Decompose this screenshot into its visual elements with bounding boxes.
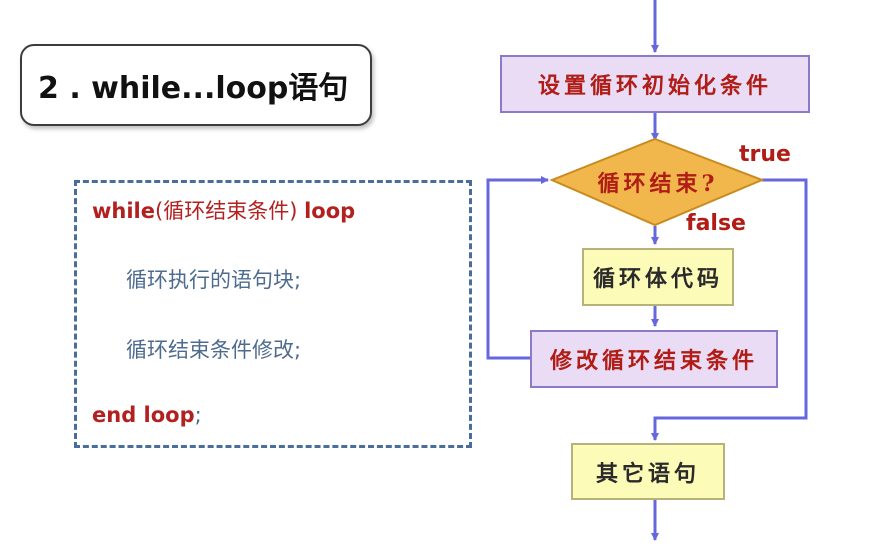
- code-line-body: 循环执行的语句块;: [126, 268, 302, 292]
- end-semicolon: ;: [194, 403, 202, 427]
- decision-label: 循环结束?: [597, 171, 719, 197]
- modify-condition-box: 修改循环结束条件: [530, 330, 778, 388]
- loop-body-box: 循环体代码: [582, 248, 734, 306]
- arrow-loop-back: [486, 176, 549, 360]
- false-label: false: [686, 211, 746, 236]
- arrow-true-exit: [651, 178, 808, 441]
- init-box: 设置循环初始化条件: [500, 55, 810, 113]
- true-label: true: [739, 142, 791, 167]
- slide-title: 2 . while...loop语句: [38, 71, 349, 106]
- decision-diamond: [549, 137, 765, 227]
- code-line-while: while(循环结束条件) loop: [92, 195, 355, 225]
- while-keyword: while: [92, 199, 155, 223]
- loop-keyword: loop: [304, 199, 356, 223]
- title-box: 2 . while...loop语句: [20, 44, 372, 126]
- code-line-end: end loop;: [92, 403, 202, 427]
- loop-condition: (循环结束条件): [155, 199, 298, 223]
- other-statements-box: 其它语句: [571, 443, 725, 500]
- code-syntax-box: [74, 180, 472, 448]
- code-line-modify: 循环结束条件修改;: [126, 338, 302, 362]
- end-loop-keyword: end loop: [92, 403, 195, 427]
